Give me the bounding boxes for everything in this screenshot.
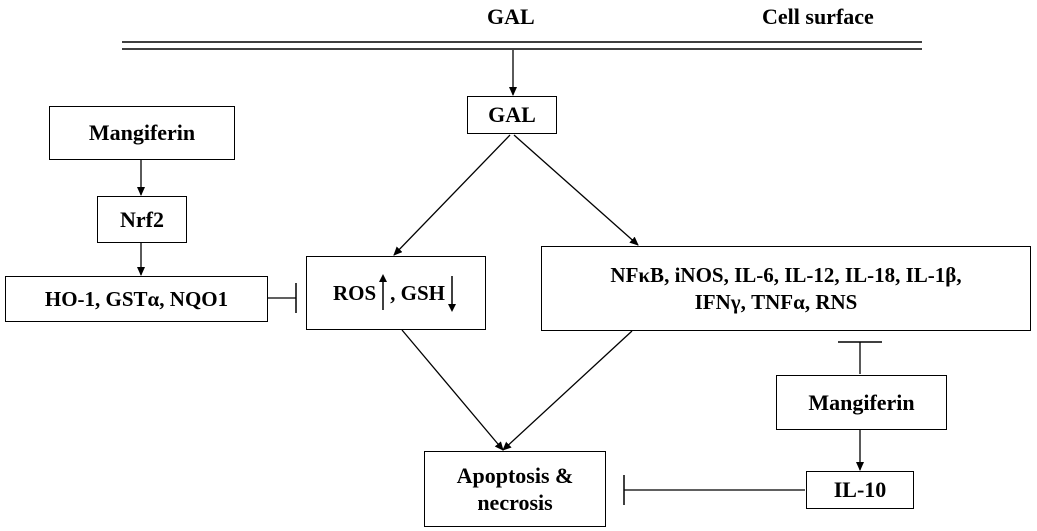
nfkb-label-line2: IFNγ, TNFα, RNS — [694, 289, 858, 314]
ros-increase-arrow-icon — [379, 274, 388, 310]
mangiferin-left-label: Mangiferin — [88, 120, 196, 146]
nfkb-box: NFκB, iNOS, IL-6, IL-12, IL-18, IL-1β, I… — [541, 246, 1031, 331]
arrow-gal-to-ros — [393, 134, 511, 256]
apoptosis-label-line2: necrosis — [477, 490, 553, 515]
ros-gsh-box: ROS , GSH — [306, 256, 486, 330]
il10-box: IL-10 — [806, 471, 914, 509]
il10-label: IL-10 — [833, 477, 887, 503]
gal-box: GAL — [467, 96, 557, 134]
mangiferin-right-label: Mangiferin — [808, 389, 915, 415]
gsh-label: , GSH — [390, 280, 446, 305]
nfkb-label-line1: NFκB, iNOS, IL-6, IL-12, IL-18, IL-1β, — [610, 263, 962, 288]
header-gal-label: GAL — [487, 4, 535, 29]
cell-surface-label: Cell surface — [762, 4, 874, 29]
mangiferin-right-box: Mangiferin — [776, 375, 947, 430]
ros-label: ROS — [332, 280, 377, 305]
arrow-ros-to-apoptosis — [401, 329, 504, 451]
apoptosis-label-line1: Apoptosis & — [456, 462, 574, 488]
gsh-decrease-arrow-icon — [448, 276, 457, 312]
nrf2-box: Nrf2 — [97, 196, 187, 243]
ho1-box: HO-1, GSTα, NQO1 — [5, 276, 268, 322]
arrow-gal-to-nfkb — [513, 134, 639, 246]
nrf2-label: Nrf2 — [120, 206, 164, 232]
mangiferin-left-box: Mangiferin — [49, 106, 235, 160]
apoptosis-box: Apoptosis & necrosis — [424, 451, 606, 527]
gal-box-label: GAL — [488, 102, 536, 128]
ho1-label: HO-1, GSTα, NQO1 — [44, 286, 229, 311]
arrow-nfkb-to-apoptosis — [502, 330, 633, 451]
